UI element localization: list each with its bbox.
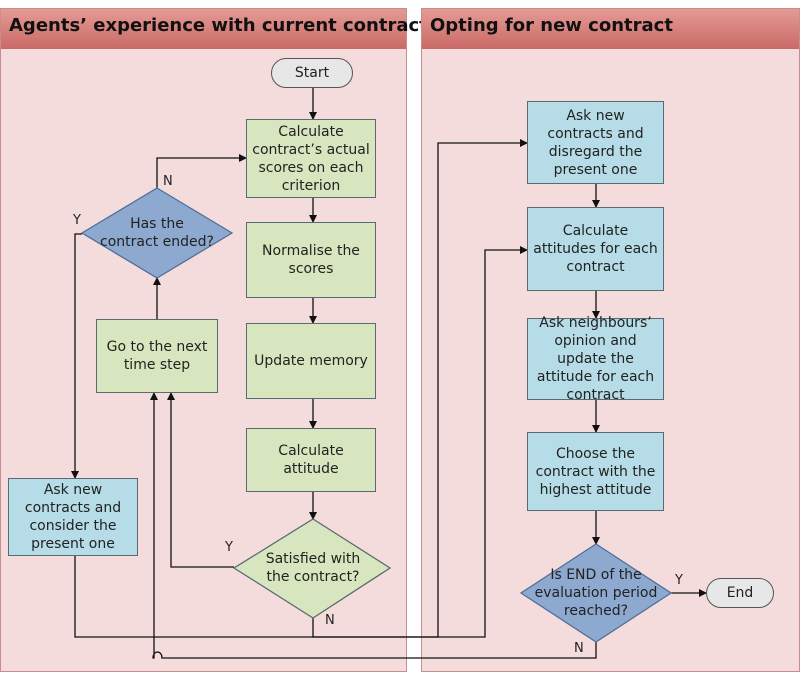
lane-title-left: Agents’ experience with current contract — [9, 15, 428, 36]
arrow-ended-yes-to-askconsider — [71, 233, 82, 479]
arrow-isend-no-to-nextstep — [150, 392, 597, 659]
process-calculate-scores: Calculate contract’s actual scores on ea… — [246, 119, 376, 198]
arrow-ended-no-to-calc — [156, 154, 247, 188]
decision-label-contract-ended: Has the contract ended? — [100, 216, 214, 250]
process-ask-consider-present: Ask new contracts and consider the prese… — [8, 478, 138, 556]
lane-header: Opting for new contract — [422, 9, 799, 49]
process-ask-disregard-present: Ask new contracts and disregard the pres… — [527, 101, 664, 184]
process-ask-neighbours: Ask neighbours’ opinion and update the a… — [527, 315, 664, 403]
process-calculate-attitudes-each: Calculate attitudes for each contract — [527, 207, 664, 291]
decision-label-satisfied: Satisfied with the contract? — [265, 551, 361, 585]
process-calculate-attitude: Calculate attitude — [246, 428, 376, 492]
edge-label-end-no: N — [574, 641, 584, 656]
end-terminal: End — [706, 578, 774, 608]
edge-label-end-yes: Y — [675, 573, 683, 588]
process-choose-highest: Choose the contract with the highest att… — [527, 432, 664, 511]
lane-title-right: Opting for new contract — [430, 15, 673, 36]
decision-satisfied — [232, 518, 392, 619]
process-next-time-step: Go to the next time step — [96, 319, 218, 393]
start-terminal: Start — [271, 58, 353, 88]
arrow-satisfied-no-to-attitudes — [312, 246, 528, 638]
process-normalise-scores: Normalise the scores — [246, 222, 376, 298]
arrow-satisfied-yes-to-nextstep — [167, 392, 234, 568]
edge-label-ended-no: N — [163, 174, 173, 189]
process-update-memory: Update memory — [246, 323, 376, 399]
decision-is-end — [519, 543, 673, 643]
edge-label-satisfied-yes: Y — [225, 540, 233, 555]
lane-header: Agents’ experience with current contract — [1, 9, 428, 49]
decision-contract-ended — [80, 187, 234, 279]
edge-label-satisfied-no: N — [325, 613, 335, 628]
decision-label-is-end: Is END of the evaluation period reached? — [534, 567, 658, 619]
edge-label-ended-yes: Y — [73, 213, 81, 228]
